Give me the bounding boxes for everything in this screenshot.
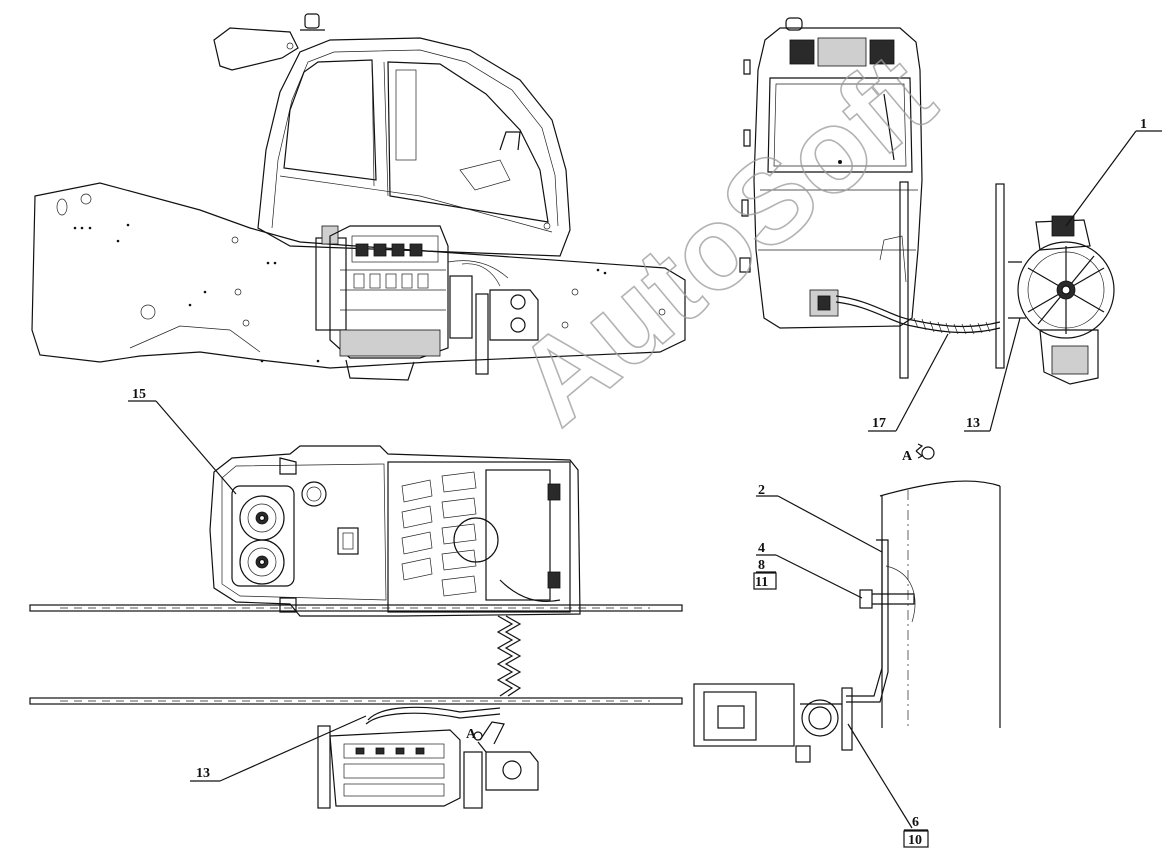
view-marker-a: A [902, 449, 913, 464]
callout-8: 8 [758, 558, 765, 573]
top-view [29, 445, 683, 809]
callout-4: 4 [758, 541, 765, 556]
side-view [31, 13, 686, 381]
callout-6: 6 [912, 815, 919, 830]
callout-15: 15 [132, 387, 146, 402]
callout-13-top: 13 [196, 766, 210, 781]
callout-13-front: 13 [966, 416, 980, 431]
callout-11: 11 [755, 575, 768, 590]
callout-2: 2 [758, 483, 765, 498]
detail-a [693, 480, 1001, 763]
callout-17: 17 [872, 416, 886, 431]
front-view [739, 17, 1115, 385]
view-marker-a-top: A [466, 727, 477, 742]
callout-10: 10 [908, 833, 922, 848]
callouts: 1 17 13 A 15 13 A 2 4 8 11 [128, 117, 1162, 848]
callout-1: 1 [1140, 117, 1147, 132]
